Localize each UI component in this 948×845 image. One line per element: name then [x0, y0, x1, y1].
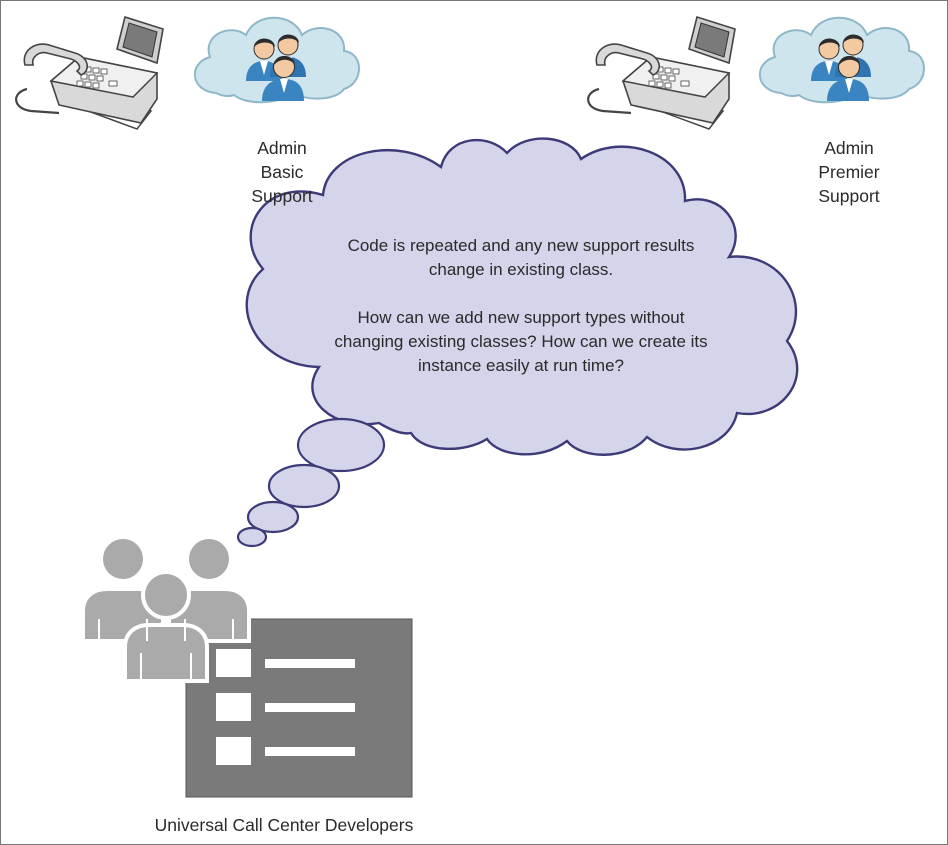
thought-bubble [236, 526, 268, 548]
thought-paragraph: Code is repeated and any new support res… [347, 236, 695, 279]
support-label-line: Support [818, 186, 880, 206]
fax-machine-icon [15, 15, 165, 131]
thought-paragraph: How can we add new support types without… [334, 308, 708, 375]
fax-machine-icon [587, 15, 737, 131]
thought-bubble [296, 417, 386, 473]
support-team-cloud-icon [193, 16, 360, 104]
support-label-line: Premier [818, 162, 880, 182]
thought-cloud [245, 137, 799, 456]
support-label-premier: Admin Premier Support [804, 136, 894, 208]
thought-bubble [246, 500, 300, 534]
support-label-line: Basic [260, 162, 304, 182]
developers-icon [81, 535, 413, 798]
developers-caption: Universal Call Center Developers [154, 815, 414, 835]
support-label-line: Support [251, 186, 313, 206]
support-label-basic: Admin Basic Support [237, 136, 327, 208]
thought-text: Code is repeated and any new support res… [331, 234, 711, 378]
thought-bubble [267, 463, 341, 509]
support-label-line: Admin [257, 138, 307, 158]
support-label-line: Admin [824, 138, 874, 158]
support-team-cloud-icon [758, 16, 925, 104]
